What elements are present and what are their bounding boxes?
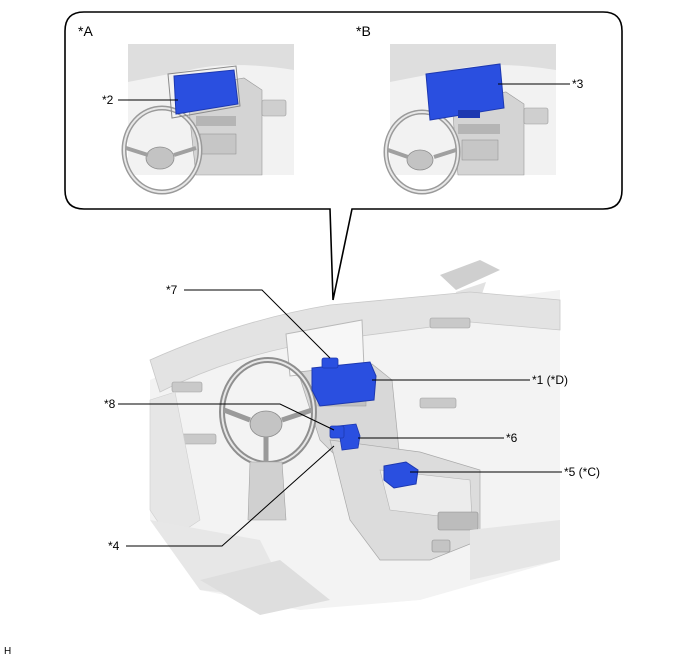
callout-label-5: *5 (*C) [564,465,600,479]
highlight-part-5 [383,461,419,489]
highlight-part-7 [321,357,339,369]
display-highlight-a [173,69,239,115]
callout-label-2: *2 [102,93,114,107]
callout-label-4: *4 [108,539,120,553]
steering-wheel-icon [219,357,317,521]
callout-label-8: *8 [104,397,116,411]
view-label-b: *B [356,23,371,39]
inset-view-b: *3 [383,44,584,195]
highlight-part-8 [329,425,345,439]
callout-label-3: *3 [572,77,584,91]
highlight-part-1 [311,361,377,407]
inset-view-a: *2 [102,44,294,195]
steering-wheel-icon [121,105,203,195]
view-label-a: *A [78,23,93,39]
leader-lines [118,289,562,547]
steering-wheel-icon [383,109,461,195]
callout-label-6: *6 [506,431,518,445]
display-highlight-b [425,63,505,121]
corner-mark: H [4,646,11,657]
callout-label-7: *7 [166,283,178,297]
callout-label-1: *1 (*D) [532,373,568,387]
